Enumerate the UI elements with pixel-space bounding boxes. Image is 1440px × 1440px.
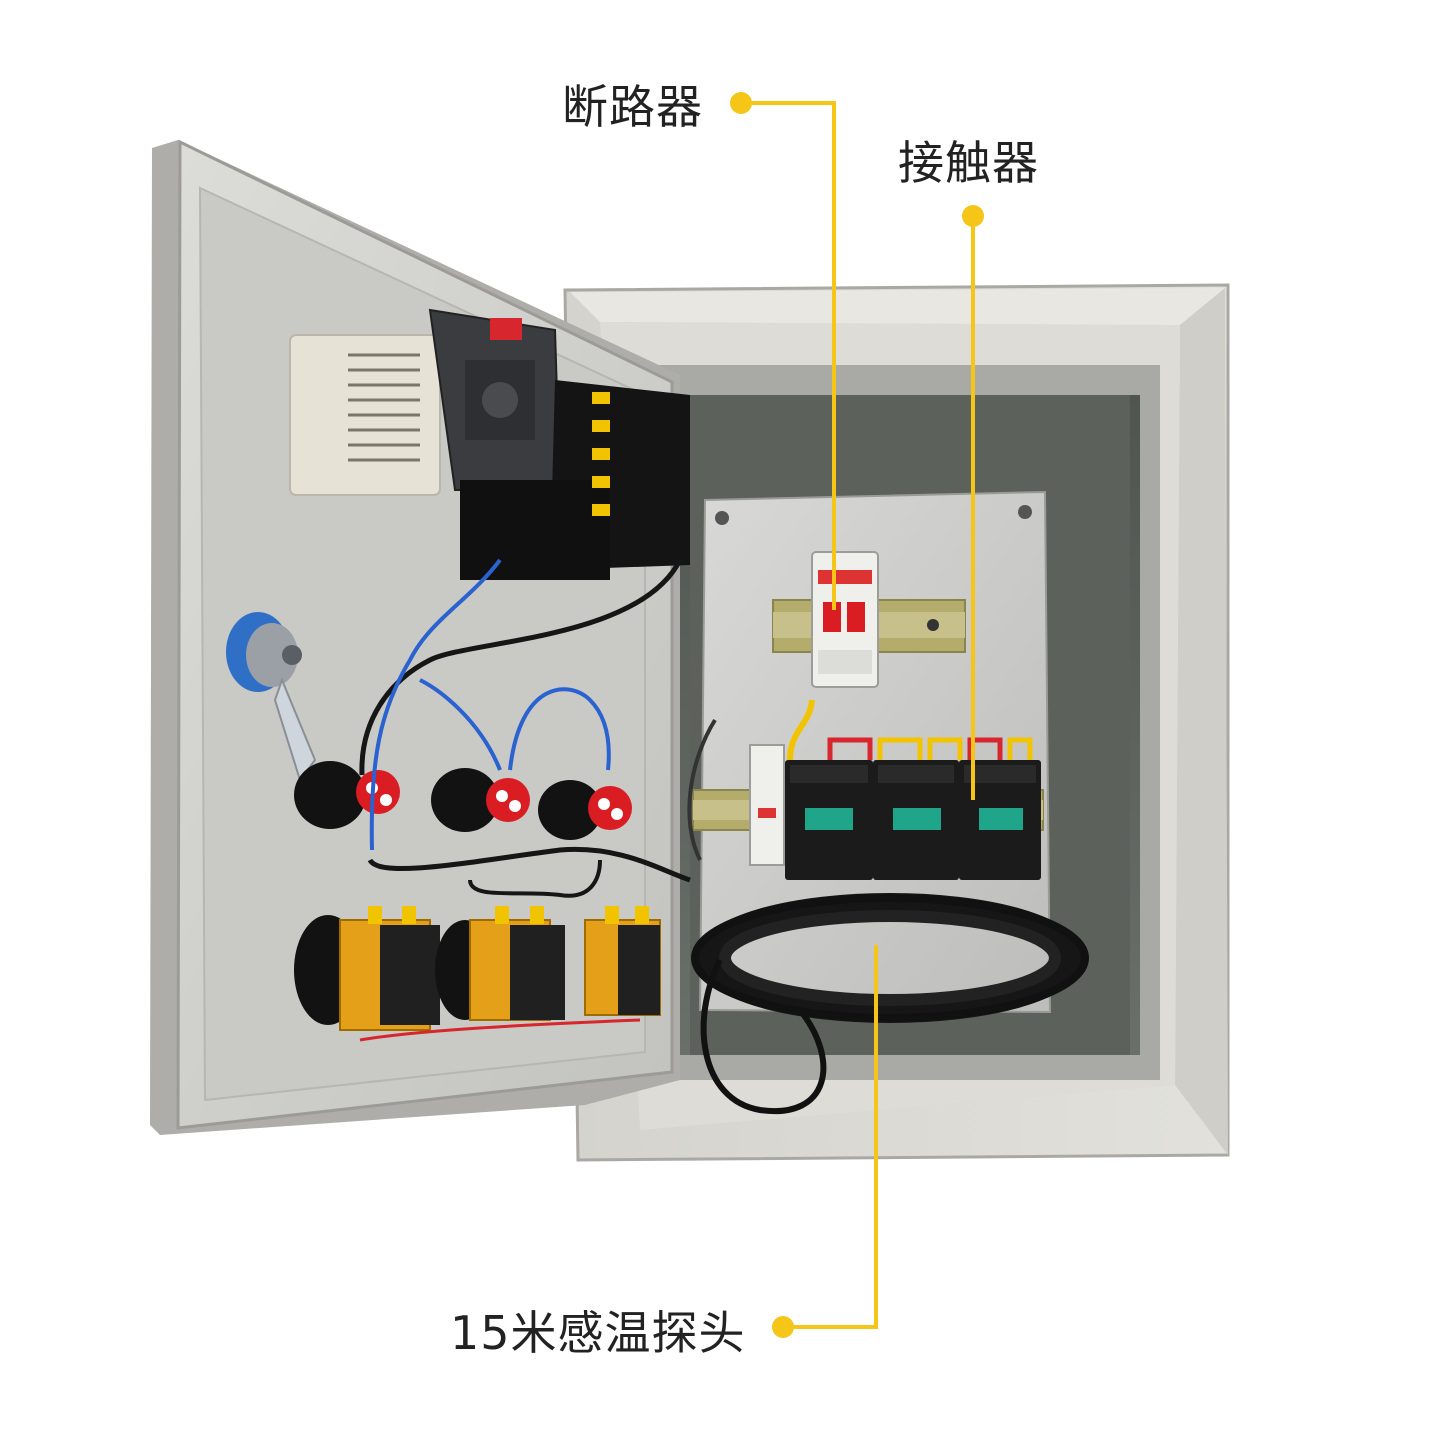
contactor-unit xyxy=(873,760,959,880)
temperature-probe-label: 15米感温探头 xyxy=(450,1306,746,1360)
indicator-lamp xyxy=(538,780,632,840)
callout-lines xyxy=(741,101,975,1329)
probe-cable-coil xyxy=(687,718,1089,1115)
indicator-lamp xyxy=(294,761,400,829)
callout-dots xyxy=(730,92,984,1338)
contactors xyxy=(785,699,1041,880)
breaker-label: 断路器 xyxy=(562,80,703,134)
indicator-lamp xyxy=(431,768,530,832)
selector-switches xyxy=(294,906,661,1031)
door-lock xyxy=(226,612,317,783)
contactor-unit xyxy=(959,760,1041,880)
contactor-callout-dot-icon xyxy=(962,205,984,227)
indicator-lamps xyxy=(294,761,632,840)
door-wiring xyxy=(359,558,691,1042)
probe-callout-dot-icon xyxy=(772,1316,794,1338)
contactor-unit xyxy=(785,760,873,880)
callout-line-breaker xyxy=(741,101,836,610)
callout-line-probe xyxy=(783,945,878,1329)
temperature-controller xyxy=(289,308,690,580)
circuit-breaker xyxy=(772,551,966,688)
breaker-callout-dot-icon xyxy=(730,92,752,114)
contactor-label: 接触器 xyxy=(898,136,1039,190)
